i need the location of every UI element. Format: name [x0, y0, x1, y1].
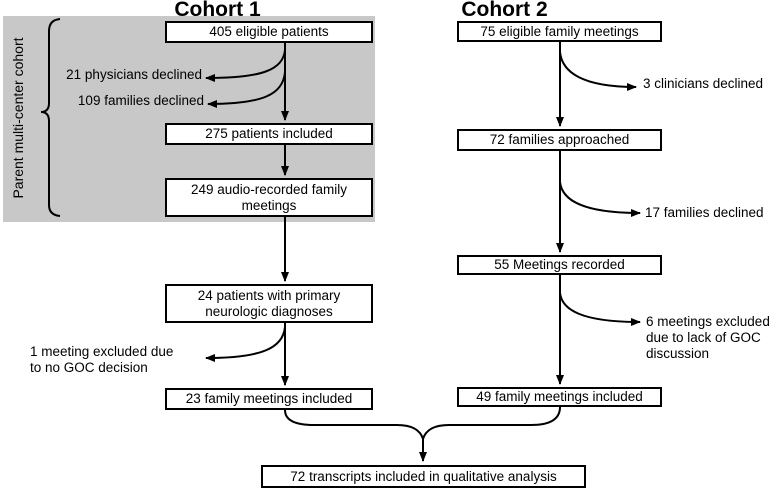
parent-cohort-label: Parent multi-center cohort — [10, 37, 26, 199]
arrow-c2-meetings-excluded — [559, 292, 641, 326]
c1-box-family-meetings-included: 23 family meetings included — [165, 388, 373, 410]
arrow-c2-families-declined — [559, 181, 641, 217]
c2-box-eligible-family-meetings: 75 eligible family meetings — [457, 21, 662, 42]
merge-curve-right — [422, 406, 561, 440]
arrow-c1-physicians-declined — [205, 49, 286, 82]
c1-box-eligible-patients: 405 eligible patients — [165, 21, 373, 43]
c2-box-families-approached: 72 families approached — [457, 129, 662, 151]
c2-excl-meetings-excluded: 6 meetings excluded due to lack of GOC d… — [646, 314, 770, 361]
cohort1-title: Cohort 1 — [174, 0, 261, 21]
cohort2-title: Cohort 2 — [461, 0, 548, 21]
c2-box-family-meetings-included: 49 family meetings included — [457, 387, 662, 407]
brace-left — [40, 18, 61, 217]
final-box-transcripts: 72 transcripts included in qualitative a… — [261, 465, 586, 488]
c1-excl-meeting-excluded: 1 meeting excluded due to no GOC decisio… — [30, 344, 174, 375]
c2-excl-clinicians-declined: 3 clinicians declined — [643, 76, 764, 91]
merge-curve-left — [284, 409, 424, 440]
c1-excl-families-declined: 109 families declined — [77, 93, 204, 108]
arrow-c2-clinicians-declined — [559, 51, 637, 91]
c2-excl-families-declined: 17 families declined — [645, 205, 764, 220]
c1-excl-physicians-declined: 21 physicians declined — [66, 67, 202, 82]
c1-box-patients-included: 275 patients included — [165, 123, 373, 145]
c1-box-audio-recorded-meetings: 249 audio-recorded family meetings — [165, 178, 373, 217]
c1-box-neurologic-diagnoses: 24 patients with primary neurologic diag… — [165, 284, 373, 323]
arrow-c1-families-declined — [207, 71, 286, 108]
c2-box-meetings-recorded: 55 Meetings recorded — [457, 255, 662, 275]
arrow-c1-meeting-excluded — [205, 326, 286, 362]
